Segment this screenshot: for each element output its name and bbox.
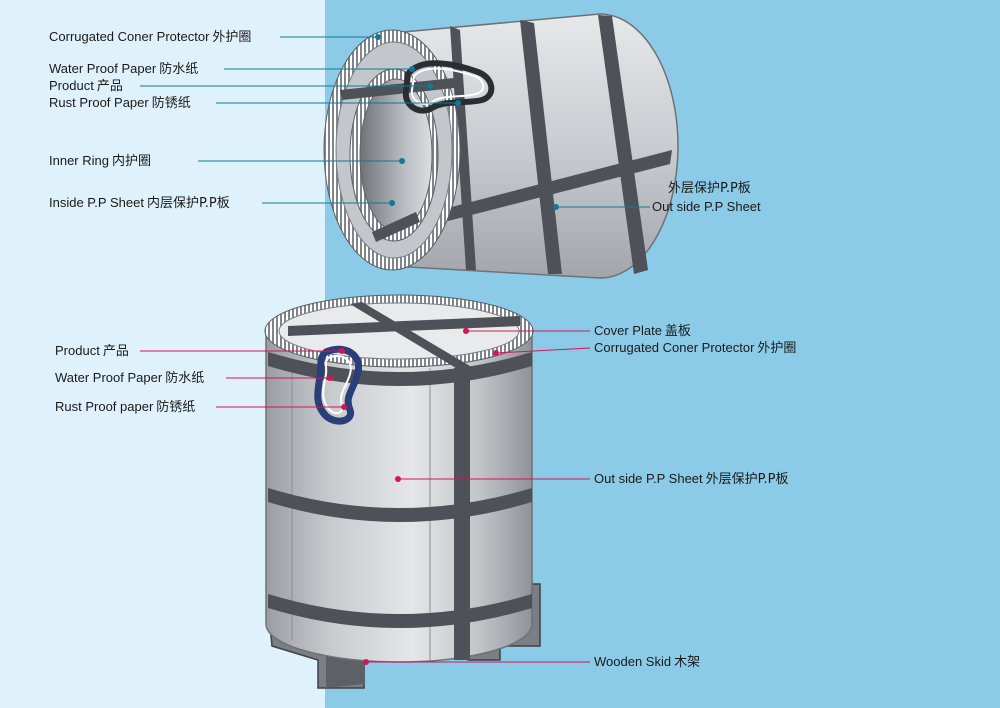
- label-top-outside-zh-text: 外层保护P.P板: [668, 181, 751, 196]
- label-bottom-outside-pp-en: Out side P.P Sheet: [594, 471, 703, 486]
- cover-strap-a: [288, 316, 520, 336]
- label-bottom-wooden-skid-zh: 木架: [674, 655, 701, 670]
- bottom-strap-vertical: [454, 366, 470, 660]
- top-coil: [323, 13, 679, 279]
- label-bottom-rust-proof-en: Rust Proof paper: [55, 399, 154, 414]
- label-bottom-outside-pp-zh: 外层保护P.P板: [705, 472, 789, 487]
- label-top-inside-pp-zh: 内层保护P.P板: [146, 196, 230, 211]
- label-bottom-corrugated-en: Corrugated Coner Protector: [594, 340, 755, 355]
- label-top-corrugated-en: Corrugated Coner Protector: [49, 29, 210, 44]
- label-bottom-water-proof-zh: 防水纸: [165, 371, 205, 386]
- label-top-inner-ring-en: Inner Ring: [49, 153, 109, 168]
- label-top-corrugated-zh: 外护圈: [212, 30, 252, 45]
- label-bottom-product-en: Product: [55, 343, 100, 358]
- label-bottom-wooden-skid-en: Wooden Skid: [594, 654, 672, 669]
- cover-strap-b: [350, 302, 470, 368]
- bottom-grip-outline: [314, 345, 363, 425]
- label-top-inside-pp-en: Inside P.P Sheet: [49, 195, 144, 210]
- label-bottom-cover-plate-zh: 盖板: [664, 324, 691, 339]
- label-top-outside-zh: 外层保护P.P板: [668, 180, 751, 197]
- label-bottom-corrugated-zh: 外护圈: [757, 341, 797, 356]
- top-leaders: [140, 34, 650, 210]
- top-face-strap-b: [372, 212, 420, 242]
- bottom-grip-inner: [322, 355, 352, 414]
- label-top-water-proof-en: Water Proof Paper: [49, 61, 157, 76]
- bottom-coil: [264, 294, 541, 689]
- label-top-outside-en-text: Out side P.P Sheet: [652, 199, 761, 214]
- label-top-product-en: Product: [49, 78, 94, 93]
- label-top-outside-en: Out side P.P Sheet: [652, 199, 761, 215]
- label-bottom-product-zh: 产品: [102, 344, 129, 359]
- label-bottom-cover-plate-en: Cover Plate: [594, 323, 662, 338]
- label-top-inner-ring-zh: 内护圈: [111, 154, 151, 169]
- top-strap-2: [520, 20, 562, 274]
- label-top-rust-proof-zh: 防锈纸: [151, 96, 191, 111]
- top-grip-outline: [402, 60, 495, 114]
- label-bottom-rust-proof-zh: 防锈纸: [156, 400, 196, 415]
- top-strap-long: [440, 150, 672, 222]
- label-top-product-zh: 产品: [96, 79, 123, 94]
- label-top-rust-proof-en: Rust Proof Paper: [49, 95, 149, 110]
- top-strap-3: [598, 15, 648, 274]
- top-coil-bore: [359, 78, 433, 232]
- label-bottom-water-proof-en: Water Proof Paper: [55, 370, 163, 385]
- bottom-leaders: [140, 328, 591, 665]
- top-face-strap-a: [340, 78, 454, 100]
- label-top-water-proof-zh: 防水纸: [159, 62, 199, 77]
